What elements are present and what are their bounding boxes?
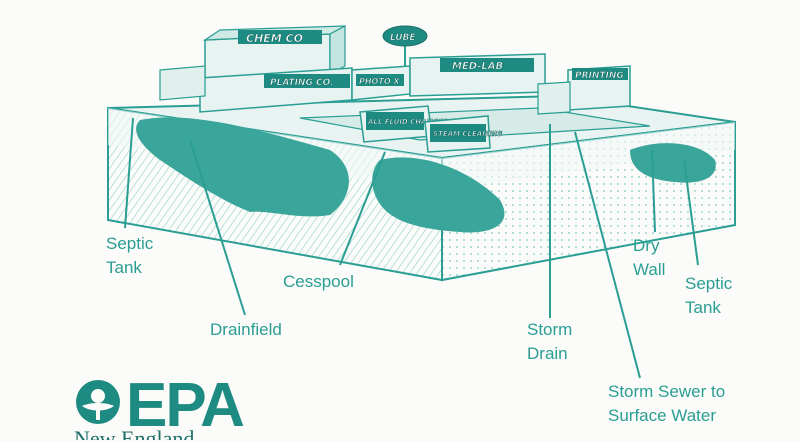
label-septic-tank-right-line2: Tank — [685, 298, 721, 317]
label-storm-sewer: Storm Sewer to Surface Water — [608, 380, 725, 428]
med-lab-sign: MED-LAB — [452, 61, 503, 72]
plume-cesspool — [372, 157, 505, 233]
building-warehouse-left — [159, 65, 206, 101]
plume-drainfield — [136, 117, 349, 217]
leader-septic-left — [124, 117, 134, 229]
label-septic-tank-right-line1: Septic — [685, 274, 733, 293]
label-storm-sewer-line2: Surface Water — [608, 406, 717, 425]
building-steam-cleaning: STEAM CLEANING — [424, 115, 503, 153]
building-photo-x: PHOTO X — [351, 65, 411, 101]
epa-logo: EPA New England — [74, 371, 254, 442]
buildings: CHEM CO LUBE PLATING CO. PHOTO X MED-LAB… — [159, 25, 631, 153]
chem-co-sign: CHEM CO — [246, 32, 303, 45]
label-septic-tank-left: Septic Tank — [106, 232, 153, 280]
epa-flower-icon — [76, 380, 120, 424]
steam-cleaning-sign: STEAM CLEANING — [433, 130, 503, 138]
leader-drainfield — [189, 139, 246, 316]
label-cesspool: Cesspool — [283, 272, 354, 291]
label-dry-wall: Dry Wall — [633, 234, 665, 282]
label-dry-wall-line1: Dry — [633, 236, 660, 255]
leader-cesspool — [339, 151, 386, 266]
label-drainfield: Drainfield — [210, 320, 282, 339]
printing-sign: PRINTING — [575, 71, 624, 81]
callout-lines — [124, 117, 699, 379]
plating-co-sign: PLATING CO. — [270, 78, 333, 88]
leader-septic-right — [683, 159, 699, 266]
epa-region-text: New England — [74, 426, 195, 440]
label-storm-drain-line1: Storm — [527, 320, 573, 339]
label-septic-tank-left-line1: Septic — [106, 234, 154, 253]
building-med-lab: MED-LAB — [409, 53, 546, 97]
label-storm-drain: Storm Drain — [527, 318, 572, 366]
epa-wordmark: EPA — [126, 371, 245, 440]
fluid-changes-sign: ALL FLUID CHANGES — [367, 118, 448, 126]
lube-sign: LUBE — [390, 33, 416, 43]
photo-x-sign: PHOTO X — [359, 77, 400, 86]
leader-dry-wall — [651, 149, 656, 233]
building-printing: PRINTING — [537, 65, 631, 115]
label-septic-tank-right: Septic Tank — [685, 272, 732, 320]
building-fluid-changes: ALL FLUID CHANGES — [359, 105, 448, 143]
leader-storm-sewer — [574, 131, 641, 379]
label-storm-sewer-line1: Storm Sewer to — [608, 382, 726, 401]
label-dry-wall-line2: Wall — [633, 260, 666, 279]
ground-right-face-upper — [442, 122, 735, 190]
label-septic-tank-left-line2: Tank — [106, 258, 142, 277]
label-storm-drain-line2: Drain — [527, 344, 568, 363]
contamination-plumes — [136, 117, 716, 233]
